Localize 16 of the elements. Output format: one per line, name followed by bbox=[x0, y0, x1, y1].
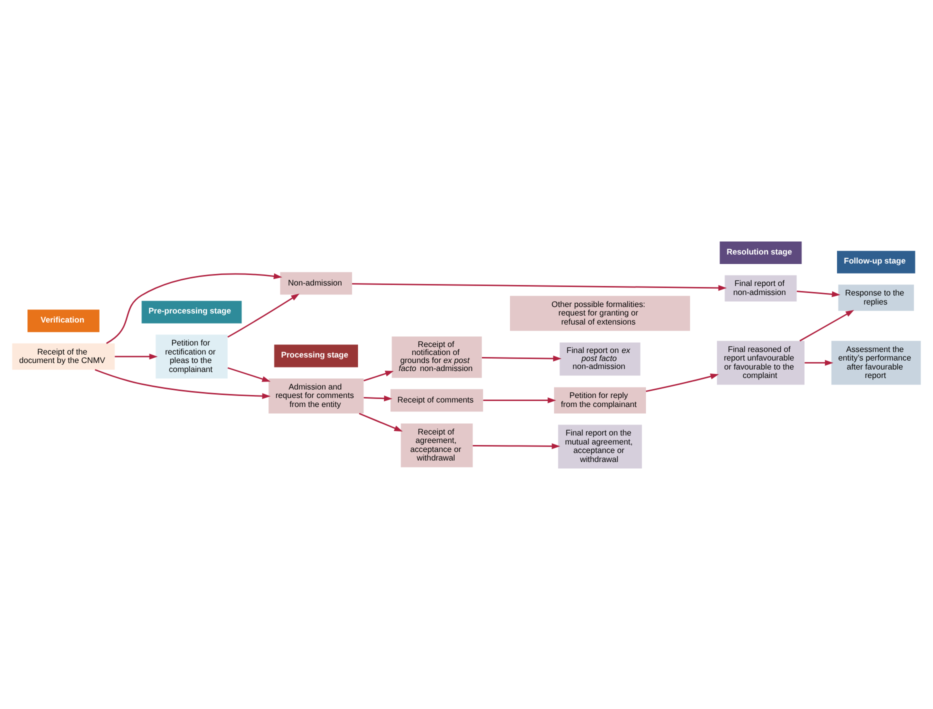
arrow bbox=[796, 290, 840, 297]
arrow bbox=[482, 355, 562, 361]
arrow bbox=[804, 359, 834, 366]
arrow bbox=[106, 272, 282, 344]
arrow bbox=[799, 309, 854, 341]
arrow bbox=[483, 396, 556, 403]
arrow bbox=[472, 442, 560, 449]
arrow bbox=[114, 353, 158, 359]
arrow bbox=[364, 370, 394, 381]
arrow bbox=[358, 412, 403, 432]
arrow bbox=[94, 368, 271, 398]
arrow bbox=[227, 293, 300, 338]
arrow bbox=[646, 373, 719, 392]
arrow bbox=[228, 366, 271, 382]
arrow bbox=[352, 282, 727, 290]
arrow bbox=[364, 395, 392, 401]
